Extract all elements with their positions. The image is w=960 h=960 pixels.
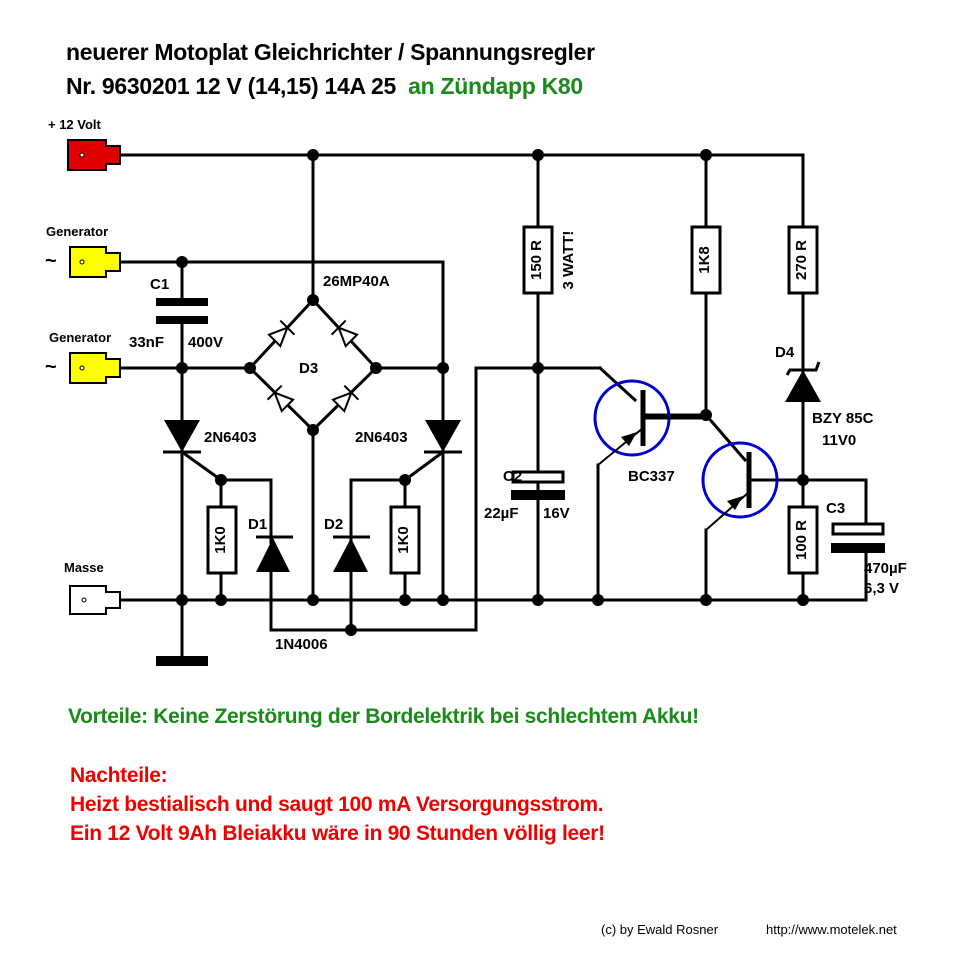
title-line-1: neuerer Motoplat Gleichrichter / Spannun… [66, 39, 595, 65]
capacitor-c1 [156, 298, 208, 324]
label-c3: C3 [826, 500, 846, 517]
note-nachteile-1: Heizt bestialisch und saugt 100 mA Verso… [70, 793, 604, 816]
label-c1: C1 [150, 276, 170, 293]
note-vorteile: Vorteile: Keine Zerstörung der Bordelekt… [68, 705, 699, 728]
label-c3-value: 470µF [864, 560, 907, 577]
label-r-1k0-right: 1K0 [395, 526, 412, 554]
resistor-270r [787, 225, 819, 295]
title-part-number: Nr. 9630201 12 V (14,15) 14A 25 [66, 73, 396, 99]
terminal-masse[interactable] [69, 585, 121, 615]
label-c2-value: 22µF [484, 505, 519, 522]
bridge-rectifier-d3 [266, 319, 360, 413]
label-c1-value: 33nF [129, 334, 165, 351]
tilde-generator-2: ~ [45, 356, 57, 378]
label-d1: D1 [248, 516, 268, 533]
thyristor-right [424, 420, 462, 454]
label-thyristor-right: 2N6403 [355, 429, 408, 446]
label-1n4006: 1N4006 [275, 636, 328, 653]
note-nachteile-heading: Nachteile: [70, 764, 168, 787]
resistor-1k0-left [206, 505, 238, 575]
ground-symbol [156, 656, 208, 666]
wires [118, 153, 868, 662]
capacitor-c2 [511, 470, 565, 500]
zener-diode-d4 [785, 361, 821, 402]
resistor-1k8 [690, 225, 722, 295]
capacitor-c3 [831, 522, 885, 553]
terminal-generator-2[interactable] [69, 352, 121, 384]
label-d3-part: 26MP40A [323, 273, 390, 290]
resistors [206, 225, 819, 575]
label-thyristor-left: 2N6403 [204, 429, 257, 446]
label-r-150r: 150 R [528, 239, 545, 281]
title-line-2: Nr. 9630201 12 V (14,15) 14A 25 an Zünda… [66, 72, 583, 100]
label-r-1k8: 1K8 [696, 246, 713, 274]
transistor-bc337-upper [593, 379, 706, 466]
label-r-1k0-left: 1K0 [212, 526, 229, 554]
label-c3-voltage: 6,3 V [864, 580, 900, 597]
label-r-270r: 270 R [793, 239, 810, 281]
label-plus-12v: + 12 Volt [48, 117, 101, 132]
footer-url[interactable]: http://www.motelek.net [766, 922, 897, 937]
label-d4-voltage: 11V0 [822, 432, 857, 449]
label-c2-voltage: 16V [543, 505, 570, 522]
diode-d2 [333, 535, 370, 572]
label-r-150r-note: 3 WATT! [560, 230, 577, 290]
junction-dots [176, 149, 809, 636]
label-d4: D4 [775, 344, 795, 361]
transistor-bc337-lower [701, 441, 779, 531]
note-nachteile-2: Ein 12 Volt 9Ah Bleiakku wäre in 90 Stun… [70, 822, 605, 845]
resistor-100r [787, 505, 819, 575]
label-r-100r: 100 R [793, 519, 810, 561]
label-d4-part: BZY 85C [812, 410, 874, 427]
footer-copyright: (c) by Ewald Rosner [601, 922, 719, 937]
label-bc337: BC337 [628, 468, 675, 485]
terminal-generator-1[interactable] [69, 246, 121, 278]
label-generator-1: Generator [46, 224, 109, 239]
resistor-1k0-right [389, 505, 421, 575]
label-masse: Masse [64, 560, 104, 575]
diode-d1 [256, 535, 293, 572]
label-d2: D2 [324, 516, 344, 533]
title-vehicle: an Zündapp K80 [408, 73, 583, 99]
resistor-150r [522, 225, 554, 295]
thyristor-left [163, 420, 201, 454]
label-c1-voltage: 400V [188, 334, 224, 351]
label-generator-2: Generator [49, 330, 112, 345]
terminal-plus-12v[interactable] [67, 139, 121, 171]
label-d3: D3 [299, 360, 319, 377]
tilde-generator-1: ~ [45, 250, 57, 272]
label-c2: C2 [503, 468, 523, 485]
